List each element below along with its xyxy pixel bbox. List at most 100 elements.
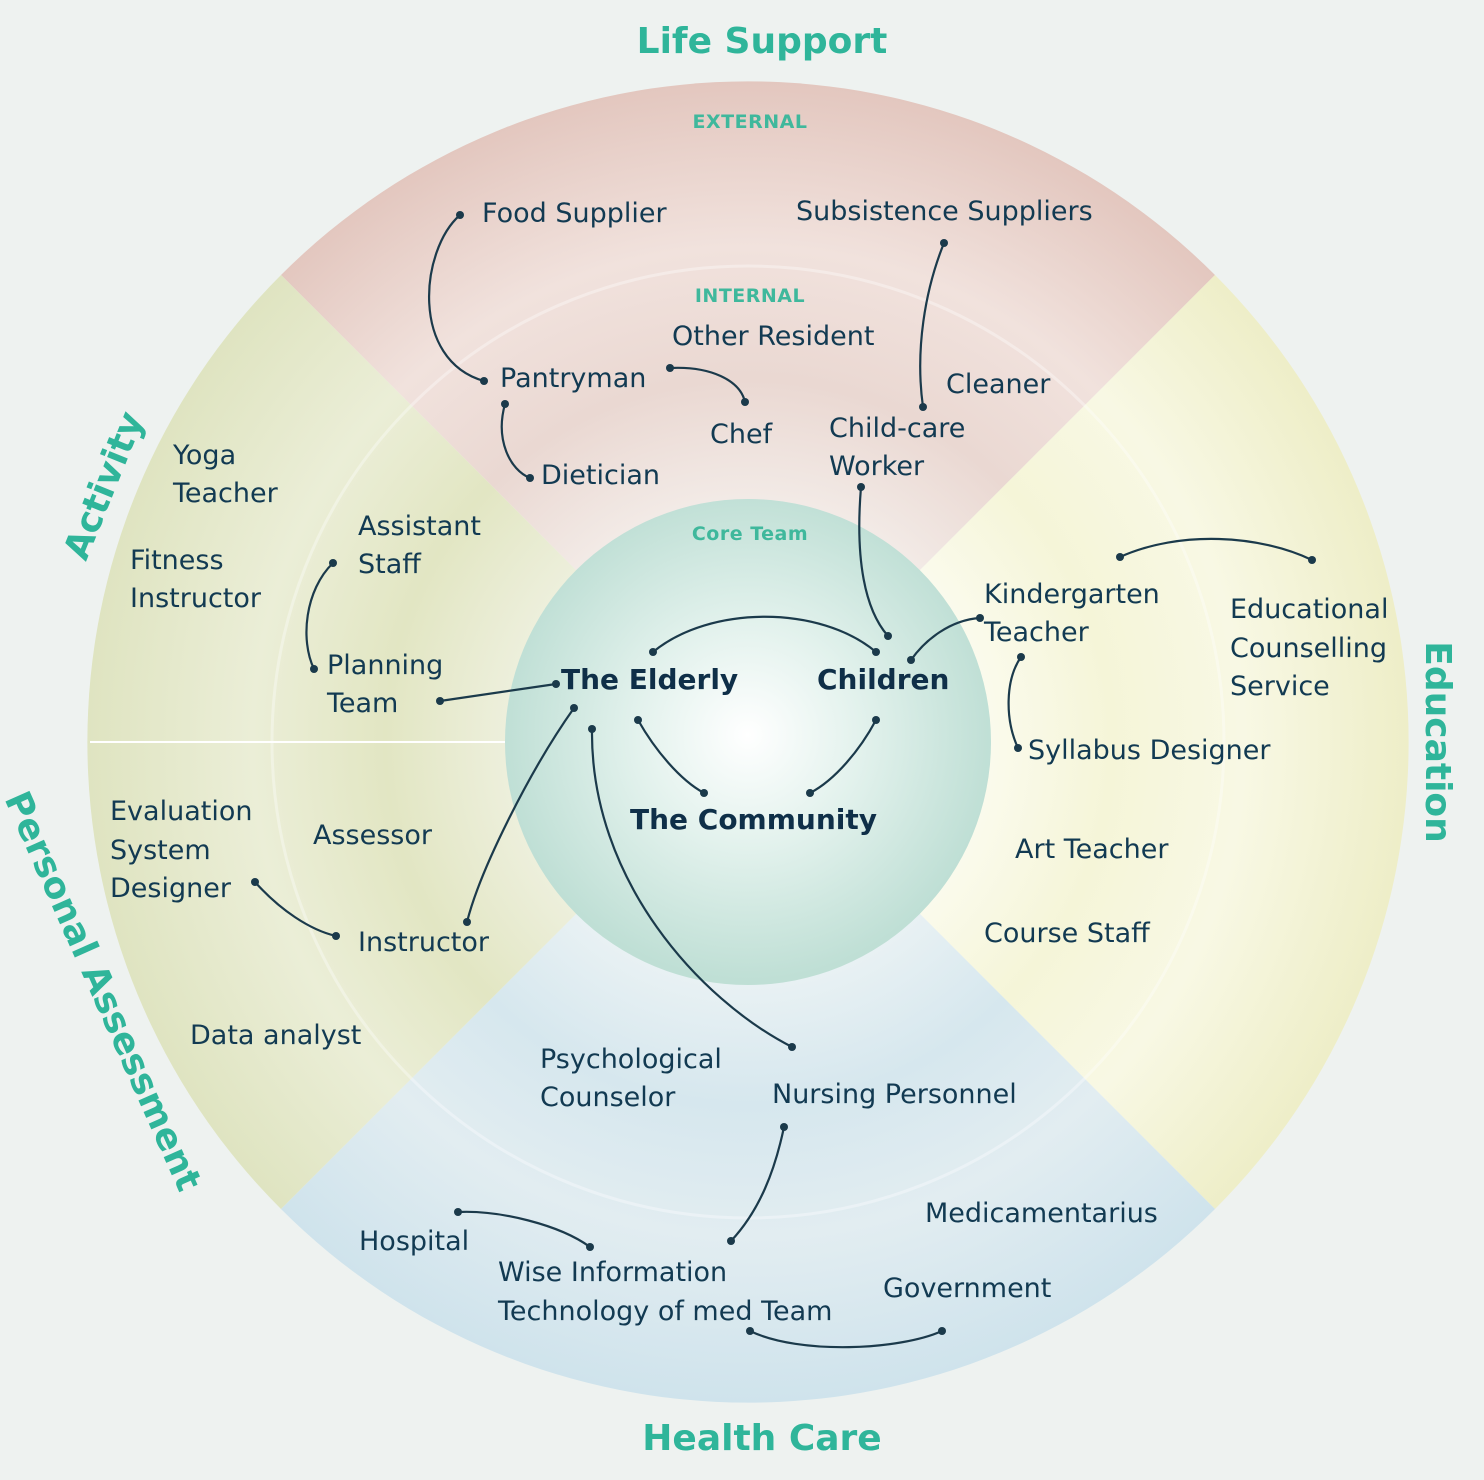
connector-dot xyxy=(884,632,892,640)
role-psychological-counselor-2: Counselor xyxy=(540,1082,676,1113)
connector-dot xyxy=(480,377,488,385)
role-educational-counselling-2: Counselling xyxy=(1230,633,1387,664)
role-planning-team: Planning xyxy=(327,650,443,681)
connector-food-pantryman xyxy=(428,214,485,383)
connector-dot xyxy=(454,1208,462,1216)
role-other-resident: Other Resident xyxy=(672,321,874,352)
connector-dot xyxy=(741,398,749,406)
connector-dot xyxy=(436,697,444,705)
connector-childcare-children xyxy=(858,486,889,637)
core-elderly: The Elderly xyxy=(561,663,738,696)
role-assistant-staff-2: Staff xyxy=(358,549,422,580)
connector-assistant-planning xyxy=(305,562,334,670)
connector-dot xyxy=(727,1237,735,1245)
connector-elderly-instructor xyxy=(465,707,575,923)
role-art-teacher: Art Teacher xyxy=(1015,834,1169,865)
connector-dot xyxy=(907,656,915,664)
connector-dot xyxy=(746,1327,754,1335)
role-yoga-teacher-2: Teacher xyxy=(172,478,279,509)
role-chef: Chef xyxy=(710,419,774,450)
connector-dot xyxy=(332,932,340,940)
connector-dot xyxy=(919,403,927,411)
connector-dot xyxy=(780,1123,788,1131)
role-government: Government xyxy=(883,1273,1051,1304)
connector-kinder-syllabus xyxy=(1007,656,1022,749)
connector-dot xyxy=(634,716,642,724)
core-team-label: Core Team xyxy=(692,523,808,545)
role-yoga-teacher: Yoga xyxy=(172,440,236,471)
role-cleaner: Cleaner xyxy=(946,369,1051,400)
connector-dot xyxy=(1308,556,1316,564)
education-title: Education xyxy=(1417,641,1458,843)
health-care-title: Health Care xyxy=(642,1418,881,1459)
connector-subsistence-cleaner xyxy=(919,242,946,408)
role-food-supplier: Food Supplier xyxy=(482,198,667,229)
connector-resident-chef xyxy=(669,366,747,403)
role-kindergarten-teacher: Kindergarten xyxy=(984,579,1160,610)
connector-dot xyxy=(1014,744,1022,752)
role-child-care-worker: Child-care xyxy=(829,413,965,444)
role-hospital: Hospital xyxy=(359,1226,469,1257)
role-evaluation-designer-2: System xyxy=(110,835,211,866)
life-support-sector xyxy=(281,81,1215,743)
connector-dot xyxy=(872,716,880,724)
connector-dots xyxy=(251,211,1316,1335)
role-wise-it-med-team-2: Technology of med Team xyxy=(497,1296,832,1327)
role-nursing-personnel: Nursing Personnel xyxy=(772,1079,1017,1110)
role-course-staff: Course Staff xyxy=(984,918,1151,949)
role-evaluation-designer-3: Designer xyxy=(110,873,232,904)
connector-dot xyxy=(938,1327,946,1335)
connector-dot xyxy=(940,239,948,247)
role-dietician: Dietician xyxy=(541,460,660,491)
role-medicamentarius: Medicamentarius xyxy=(925,1198,1158,1229)
connectors xyxy=(254,214,1313,1349)
connector-dot xyxy=(463,918,471,926)
connector-planning-elderly xyxy=(439,682,557,703)
role-evaluation-designer: Evaluation xyxy=(110,796,252,827)
role-fitness-instructor: Fitness xyxy=(130,545,224,576)
education-sector xyxy=(748,275,1409,1209)
connector-wise-government xyxy=(749,1329,943,1349)
connector-dot xyxy=(649,648,657,656)
role-subsistence-suppliers: Subsistence Suppliers xyxy=(796,196,1093,227)
connector-dot xyxy=(1116,553,1124,561)
connector-dot xyxy=(1017,653,1025,661)
life-support-title: Life Support xyxy=(637,21,888,62)
connector-dot xyxy=(666,364,674,372)
connector-hospital-wise xyxy=(457,1210,591,1248)
connector-dot xyxy=(586,1243,594,1251)
connector-dot xyxy=(872,648,880,656)
connector-kinder-edu-counsel xyxy=(1119,537,1313,561)
connector-dot xyxy=(310,665,318,673)
connector-dot xyxy=(526,474,534,482)
connector-dot xyxy=(588,725,596,733)
role-wise-it-med-team: Wise Information xyxy=(498,1257,727,1288)
connector-dot xyxy=(700,789,708,797)
internal-ring-label: INTERNAL xyxy=(695,285,805,307)
connector-dot xyxy=(857,483,865,491)
connector-dot xyxy=(456,211,464,219)
connector-dot xyxy=(788,1043,796,1051)
connector-dot xyxy=(976,614,984,622)
connector-pantryman-dietician xyxy=(500,403,531,480)
role-syllabus-designer: Syllabus Designer xyxy=(1028,735,1271,766)
role-kindergarten-teacher-2: Teacher xyxy=(983,617,1090,648)
connector-children-community xyxy=(809,719,877,794)
health-care-sector xyxy=(281,742,1215,1403)
connector-children-kindergarten xyxy=(910,616,981,661)
role-planning-team-2: Team xyxy=(326,688,398,719)
connector-dot xyxy=(329,559,337,567)
connector-nursing-wise xyxy=(730,1126,786,1242)
connector-dot xyxy=(552,680,560,688)
role-assessor: Assessor xyxy=(313,820,433,851)
role-psychological-counselor: Psychological xyxy=(540,1044,722,1075)
role-educational-counselling-3: Service xyxy=(1230,671,1330,702)
core-community: The Community xyxy=(630,803,877,836)
role-fitness-instructor-2: Instructor xyxy=(130,583,262,614)
role-child-care-worker-2: Worker xyxy=(829,451,925,482)
external-ring-label: EXTERNAL xyxy=(693,111,808,133)
connector-elderly-community xyxy=(637,719,705,794)
role-instructor: Instructor xyxy=(358,927,490,958)
connector-dot xyxy=(501,400,509,408)
